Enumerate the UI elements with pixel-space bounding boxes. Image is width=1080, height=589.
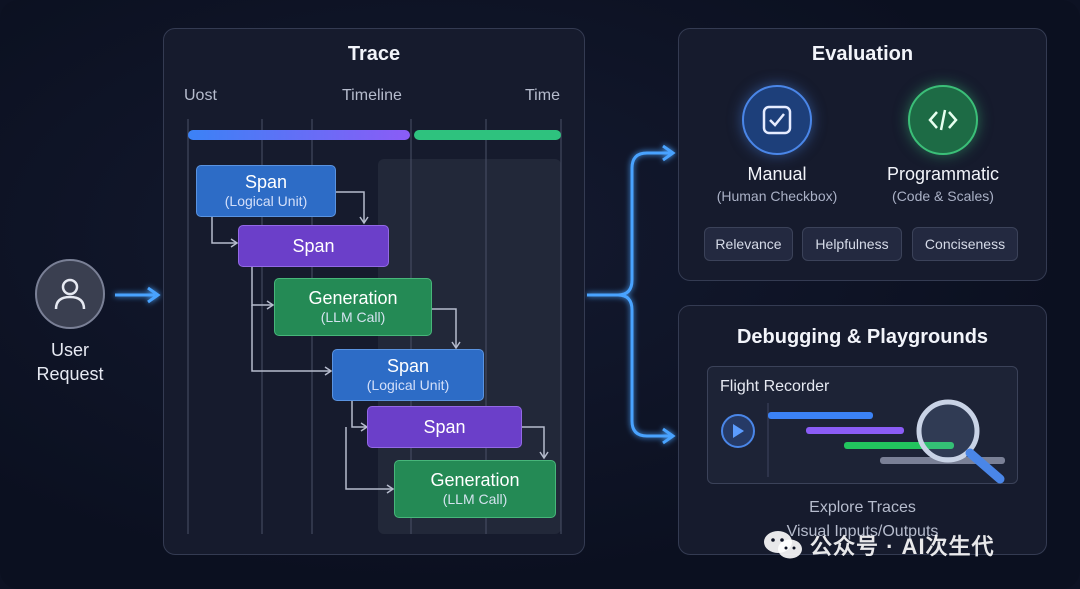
timeline-label-start: Uost [184, 87, 217, 104]
node-subtitle: (Logical Unit) [224, 193, 308, 209]
evaluation-title: Evaluation [811, 43, 914, 65]
node-title: Span [292, 236, 335, 256]
debugging-caption: Explore Traces Visual Inputs/Outputs [679, 496, 1046, 544]
trace-to-outputs-arrow [587, 144, 676, 445]
timeline-bar-secondary [414, 130, 561, 140]
wechat-icon [764, 531, 802, 559]
user-to-trace-arrow [115, 286, 161, 304]
user-avatar [35, 259, 105, 329]
trace-node-span-2[interactable]: Span [238, 225, 389, 267]
programmatic-subtitle: (Code & Scales) [892, 188, 994, 204]
manual-subtitle: (Human Checkbox) [716, 188, 838, 204]
flight-recorder-title: Flight Recorder [720, 378, 830, 395]
debugging-panel: Debugging & Playgrounds Flight Recorder … [678, 305, 1047, 555]
node-title: Generation [308, 288, 398, 308]
timeline-label-middle: Timeline [342, 87, 402, 104]
play-button[interactable] [721, 414, 755, 448]
watermark-text: 公众号 · AI次生代 [810, 534, 995, 559]
user-icon [54, 278, 86, 310]
tag-conciseness[interactable]: Conciseness [912, 227, 1018, 261]
trace-panel: Trace Uost Timeline Time [163, 28, 585, 555]
manual-title: Manual [747, 164, 807, 184]
trace-title: Trace [347, 43, 401, 65]
node-title: Span [386, 356, 430, 376]
caption-line1: Explore Traces [809, 499, 916, 516]
node-subtitle: (LLM Call) [442, 491, 508, 507]
trace-node-span-4[interactable]: Span [367, 406, 522, 448]
node-subtitle: (Logical Unit) [366, 377, 450, 393]
caption-line2: Visual Inputs/Outputs [786, 523, 939, 540]
trace-node-span-3[interactable]: Span (Logical Unit) [332, 349, 484, 401]
tag-relevance[interactable]: Relevance [704, 227, 793, 261]
evaluation-panel: Evaluation Manual (Human Checkbox) Progr… [678, 28, 1047, 281]
user-request-label: User Request [20, 338, 120, 386]
node-subtitle: (LLM Call) [320, 309, 386, 325]
user-label-line1: User [50, 340, 89, 360]
node-title: Generation [430, 470, 520, 490]
timeline-bar-primary [188, 130, 410, 140]
checkbox-icon [742, 85, 812, 155]
play-icon [733, 424, 744, 438]
tag-helpfulness[interactable]: Helpfulness [802, 227, 902, 261]
trace-node-span-1[interactable]: Span (Logical Unit) [196, 165, 336, 217]
magnifier-icon [916, 399, 1005, 484]
timeline-label-end: Time [525, 87, 560, 104]
trace-connectors [211, 191, 549, 494]
manual-eval: Manual (Human Checkbox) [699, 164, 855, 204]
node-title: Span [423, 417, 466, 437]
watermark: 公众号 · AI次生代 [762, 528, 995, 562]
programmatic-eval: Programmatic (Code & Scales) [867, 164, 1019, 204]
user-label-line2: Request [36, 364, 104, 384]
flight-recorder: Flight Recorder [707, 366, 1018, 484]
node-title: Span [244, 172, 288, 192]
trace-node-generation-2[interactable]: Generation (LLM Call) [394, 460, 556, 518]
code-icon [908, 85, 978, 155]
trace-node-generation-1[interactable]: Generation (LLM Call) [274, 278, 432, 336]
debugging-title: Debugging & Playgrounds [736, 326, 989, 348]
programmatic-title: Programmatic [886, 164, 1000, 184]
